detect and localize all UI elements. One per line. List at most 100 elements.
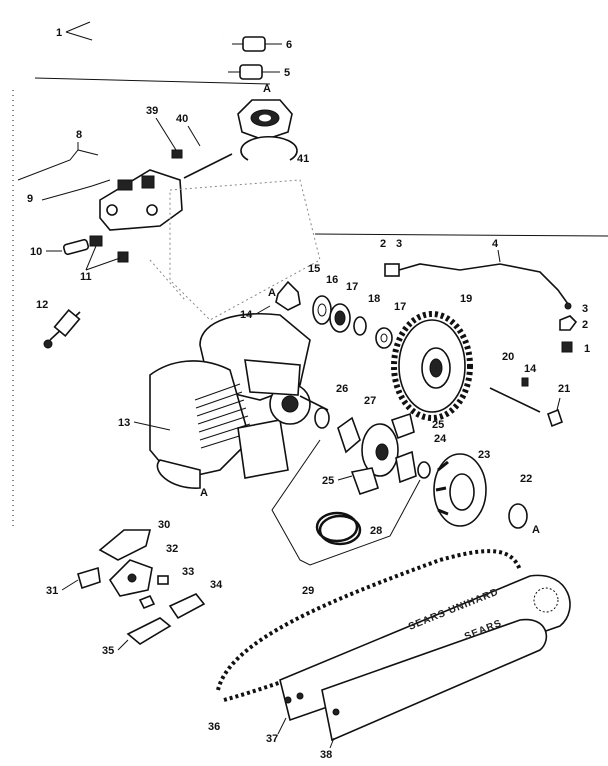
- callout-4: 4: [492, 238, 499, 250]
- callout-18: 18: [368, 293, 380, 305]
- callout-39: 39: [146, 105, 158, 117]
- callout-21: 21: [558, 383, 570, 395]
- rivet-part: [138, 594, 156, 610]
- leader-line: [133, 421, 171, 431]
- oil-fitting-part: [384, 263, 400, 277]
- callout-38: 38: [320, 749, 332, 761]
- callout-25: 25: [432, 419, 444, 431]
- pin-part: [183, 153, 233, 179]
- callout-25b: 25: [322, 475, 334, 487]
- screw-part: [89, 235, 103, 247]
- fuel-fitting-part: [228, 36, 282, 80]
- shroud-outline: [149, 179, 321, 321]
- callout-35: 35: [102, 645, 114, 657]
- drive-link-part: [98, 529, 152, 561]
- guide-bar-back-part: [321, 618, 548, 742]
- callout-17b: 17: [394, 301, 406, 313]
- callout-28: 28: [370, 525, 382, 537]
- callout-2: 2: [380, 238, 386, 250]
- callout-8: 8: [76, 129, 82, 141]
- callout-3b: 3: [582, 303, 588, 315]
- nut-part: [559, 315, 578, 331]
- oil-line-part: [398, 263, 569, 305]
- drive-gear-part: [391, 311, 473, 421]
- callout-34: 34: [210, 579, 223, 591]
- callout-2b: 2: [582, 319, 588, 331]
- washer-part: [314, 407, 330, 429]
- callout-24: 24: [434, 433, 447, 445]
- screw-part: [521, 377, 529, 387]
- leader-line: [497, 249, 501, 263]
- callout-12: 12: [36, 299, 48, 311]
- bearing-part: [508, 503, 528, 529]
- callout-41: 41: [297, 153, 309, 165]
- callout-26: 26: [336, 383, 348, 395]
- leader-line: [329, 737, 335, 749]
- carburetor-part: [99, 169, 183, 231]
- fuel-line-part: [87, 18, 223, 64]
- callout-20: 20: [502, 351, 514, 363]
- leader-line: [117, 639, 129, 651]
- washer-part: [353, 316, 367, 336]
- callout-1: 1: [56, 27, 62, 39]
- callout-5: 5: [284, 67, 290, 79]
- leader-line: [65, 21, 93, 41]
- small-screw-part: [171, 149, 183, 159]
- cutter-link-part: [126, 617, 172, 645]
- callout-30: 30: [158, 519, 170, 531]
- callout-A-low: A: [532, 524, 540, 536]
- leader-line: [255, 305, 271, 315]
- leader-line: [337, 475, 353, 481]
- callout-22: 22: [520, 473, 532, 485]
- clutch-part: [337, 412, 417, 496]
- shaft-part: [489, 387, 541, 413]
- clip-part: [547, 408, 563, 428]
- leader-line: [277, 717, 287, 735]
- leader-line: [61, 579, 79, 591]
- callout-36: 36: [208, 721, 220, 733]
- clutch-spring-part: [315, 511, 362, 546]
- engine-part: [149, 312, 329, 489]
- saw-chain-part: [223, 662, 331, 702]
- leader-line: [85, 245, 121, 271]
- callout-32: 32: [166, 543, 178, 555]
- callout-16: 16: [326, 274, 338, 286]
- drive-star-part: [275, 280, 301, 311]
- separator-line: [34, 77, 271, 85]
- callout-27: 27: [364, 395, 376, 407]
- saw-chain-part: [216, 549, 522, 691]
- callout-10: 10: [30, 246, 42, 258]
- retaining-clip-part: [240, 135, 298, 161]
- callout-29: 29: [302, 585, 314, 597]
- washer-part: [417, 461, 431, 479]
- clutch-drum-part: [433, 453, 487, 527]
- callout-6: 6: [286, 39, 292, 51]
- callout-A-mid: A: [268, 287, 276, 299]
- callout-40: 40: [176, 113, 188, 125]
- callout-A-engine: A: [200, 487, 208, 499]
- callout-13: 13: [118, 417, 130, 429]
- callout-11: 11: [80, 271, 92, 283]
- leader-line: [155, 117, 177, 151]
- throttle-rod-part: [17, 149, 99, 181]
- callout-14b: 14: [524, 363, 537, 375]
- tie-strap-part: [168, 593, 206, 620]
- flywheel-nut-part: [237, 99, 293, 141]
- callout-3: 3: [396, 238, 402, 250]
- callout-19: 19: [460, 293, 472, 305]
- callout-23: 23: [478, 449, 490, 461]
- assembly-bracket: [271, 439, 421, 566]
- callout-14: 14: [240, 309, 253, 321]
- callout-31: 31: [46, 585, 58, 597]
- screw-part: [117, 251, 129, 263]
- callout-37: 37: [266, 733, 278, 745]
- leader-line: [187, 125, 201, 147]
- spark-plug-part: [43, 308, 81, 349]
- callout-1b: 1: [584, 343, 590, 355]
- callout-9: 9: [27, 193, 33, 205]
- callout-15: 15: [308, 263, 320, 275]
- callout-17: 17: [346, 281, 358, 293]
- separator-line: [314, 233, 608, 237]
- rivet-part: [157, 575, 169, 585]
